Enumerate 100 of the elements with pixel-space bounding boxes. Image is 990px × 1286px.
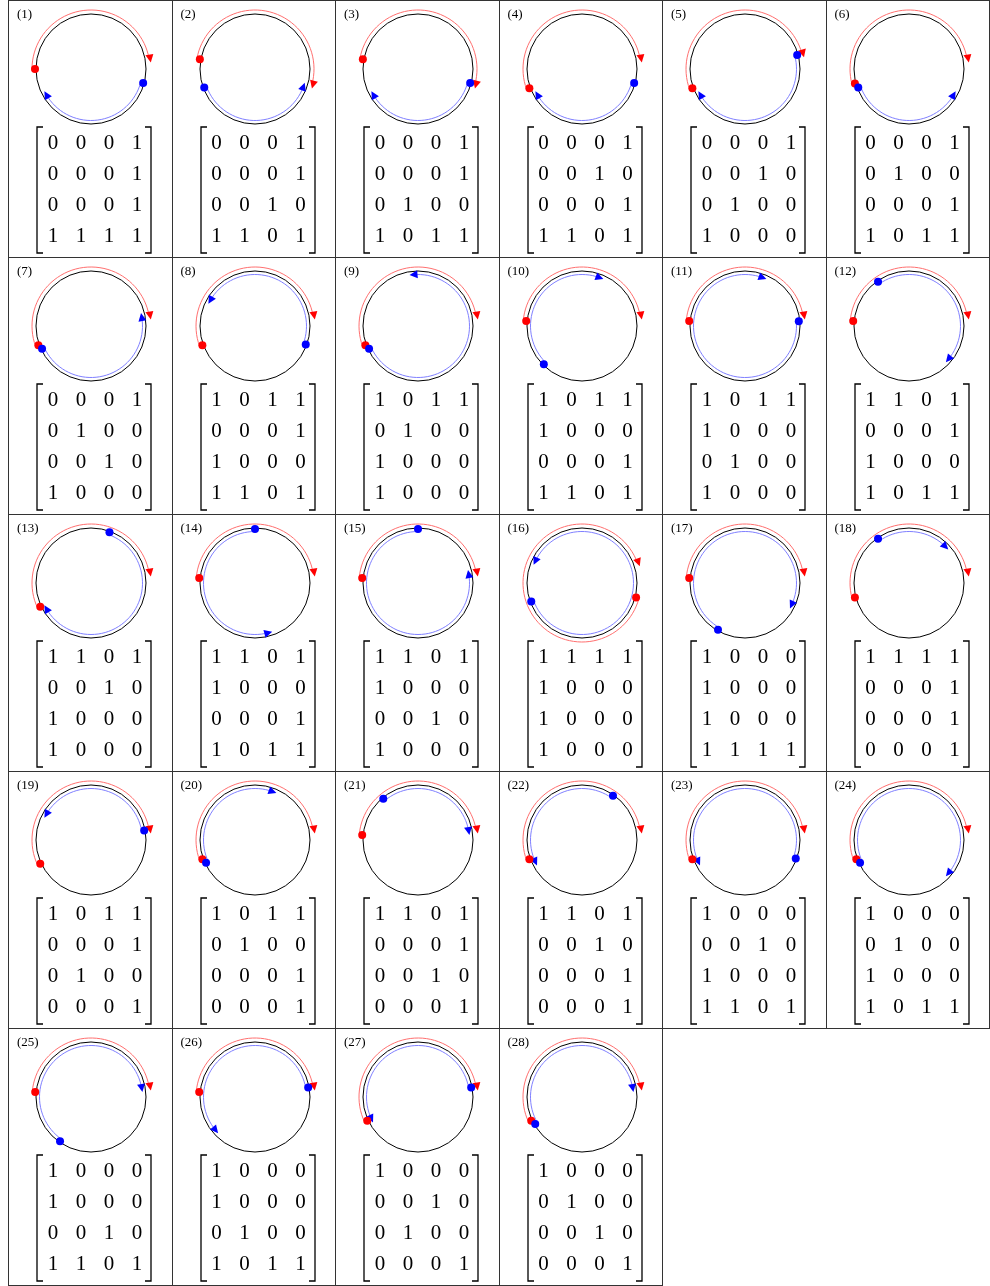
matrix-entry: 0 <box>46 933 60 955</box>
matrix-entry: 0 <box>920 964 933 986</box>
matrix-entry: 0 <box>920 193 933 215</box>
matrix-entry: 0 <box>784 902 798 924</box>
matrix-entry: 1 <box>700 964 714 986</box>
matrix-entry: 0 <box>210 995 223 1017</box>
matrix-entry: 0 <box>864 131 877 153</box>
matrix-entry: 0 <box>621 419 634 441</box>
matrix-entry: 0 <box>728 964 742 986</box>
matrix-entry: 0 <box>728 162 742 184</box>
matrix-entry: 0 <box>948 933 961 955</box>
matrix-entry: 1 <box>130 193 144 215</box>
matrix-entry: 0 <box>102 1190 116 1212</box>
matrix-entry: 0 <box>74 1159 88 1181</box>
matrix-entry: 0 <box>238 738 251 760</box>
matrix-entry: 1 <box>429 388 443 410</box>
matrix-entry: 0 <box>864 419 877 441</box>
matrix-entry: 0 <box>593 1159 606 1181</box>
matrix-entry: 1 <box>294 481 307 503</box>
matrix-entry: 1 <box>457 902 471 924</box>
panel-number: (6) <box>834 7 850 21</box>
matrix-entry: 1 <box>864 481 877 503</box>
matrix-entry: 0 <box>621 1159 634 1181</box>
matrix-entry: 0 <box>728 933 742 955</box>
matrix-entry: 1 <box>948 645 961 667</box>
matrix-entry: 0 <box>756 902 770 924</box>
matrix-entry: 0 <box>46 450 60 472</box>
matrix-entry: 0 <box>130 481 144 503</box>
matrix-entry: 0 <box>565 995 578 1017</box>
matrix-entry: 0 <box>401 450 415 472</box>
matrix-entry: 1 <box>948 193 961 215</box>
matrix-entry: 1 <box>864 902 877 924</box>
matrix-entry: 0 <box>74 738 88 760</box>
matrix-entry: 0 <box>920 162 933 184</box>
matrix-entry: 1 <box>294 162 307 184</box>
matrix-entry: 0 <box>373 1221 387 1243</box>
matrix-entry: 0 <box>621 707 634 729</box>
matrix-entry: 0 <box>130 419 144 441</box>
matrix-entry: 0 <box>920 388 933 410</box>
matrix-entry: 0 <box>46 162 60 184</box>
matrix-entry: 0 <box>593 481 606 503</box>
matrix-entry: 1 <box>373 481 387 503</box>
matrix-entry: 1 <box>294 131 307 153</box>
panel-number: (19) <box>17 778 39 792</box>
matrix-entry: 0 <box>373 995 387 1017</box>
matrix-entry: 1 <box>784 131 798 153</box>
matrix-entry: 1 <box>864 224 877 246</box>
matrix-entry: 0 <box>537 995 550 1017</box>
matrix-entry: 1 <box>102 450 116 472</box>
matrix-entry: 0 <box>593 419 606 441</box>
matrix-entry: 0 <box>457 1190 471 1212</box>
matrix-entry: 0 <box>102 419 116 441</box>
matrix-entry: 1 <box>46 1252 60 1274</box>
matrix-entry: 0 <box>210 131 223 153</box>
matrix-entry: 0 <box>864 162 877 184</box>
matrix-entry: 0 <box>920 933 933 955</box>
matrix-entry: 0 <box>565 162 578 184</box>
matrix-entry: 1 <box>210 738 223 760</box>
matrix-entry: 1 <box>457 995 471 1017</box>
panel-number: (8) <box>180 264 196 278</box>
matrix-entry: 0 <box>537 162 550 184</box>
matrix-entry: 0 <box>102 162 116 184</box>
matrix-entry: 1 <box>130 902 144 924</box>
matrix-entry: 0 <box>401 1252 415 1274</box>
matrix-entry: 0 <box>401 481 415 503</box>
matrix-entry: 1 <box>294 1252 307 1274</box>
matrix-entry: 1 <box>756 388 770 410</box>
matrix-entry: 1 <box>130 933 144 955</box>
matrix-entry: 0 <box>593 738 606 760</box>
matrix-entry: 0 <box>948 964 961 986</box>
matrix-entry: 0 <box>565 450 578 472</box>
matrix-entry: 0 <box>429 1221 443 1243</box>
matrix-entry: 0 <box>266 995 279 1017</box>
panel-number: (10) <box>507 264 530 278</box>
matrix-entry: 0 <box>948 162 961 184</box>
matrix-entry: 0 <box>266 450 279 472</box>
matrix-entry: 0 <box>593 902 606 924</box>
matrix-entry: 0 <box>373 131 387 153</box>
matrix-entry: 1 <box>537 738 550 760</box>
matrix-entry: 0 <box>373 193 387 215</box>
matrix-entry: 0 <box>700 162 714 184</box>
matrix-entry: 0 <box>621 933 634 955</box>
matrix-entry: 0 <box>401 995 415 1017</box>
panel-number: (26) <box>180 1035 203 1049</box>
matrix-entry: 0 <box>920 676 933 698</box>
matrix-entry: 0 <box>457 1221 471 1243</box>
matrix-entry: 0 <box>728 902 742 924</box>
matrix-entry: 0 <box>537 1221 550 1243</box>
matrix-entry: 0 <box>210 933 223 955</box>
matrix-entry: 1 <box>537 419 550 441</box>
matrix-entry: 1 <box>457 162 471 184</box>
matrix-entry: 0 <box>948 902 961 924</box>
panel-number: (7) <box>17 264 33 278</box>
matrix-entry: 1 <box>46 1190 60 1212</box>
matrix-entry: 0 <box>756 995 770 1017</box>
matrix-entry: 0 <box>537 1190 550 1212</box>
matrix-entry: 1 <box>294 995 307 1017</box>
matrix-entry: 1 <box>593 1221 606 1243</box>
matrix-entry: 1 <box>46 738 60 760</box>
matrix-entry: 0 <box>756 707 770 729</box>
